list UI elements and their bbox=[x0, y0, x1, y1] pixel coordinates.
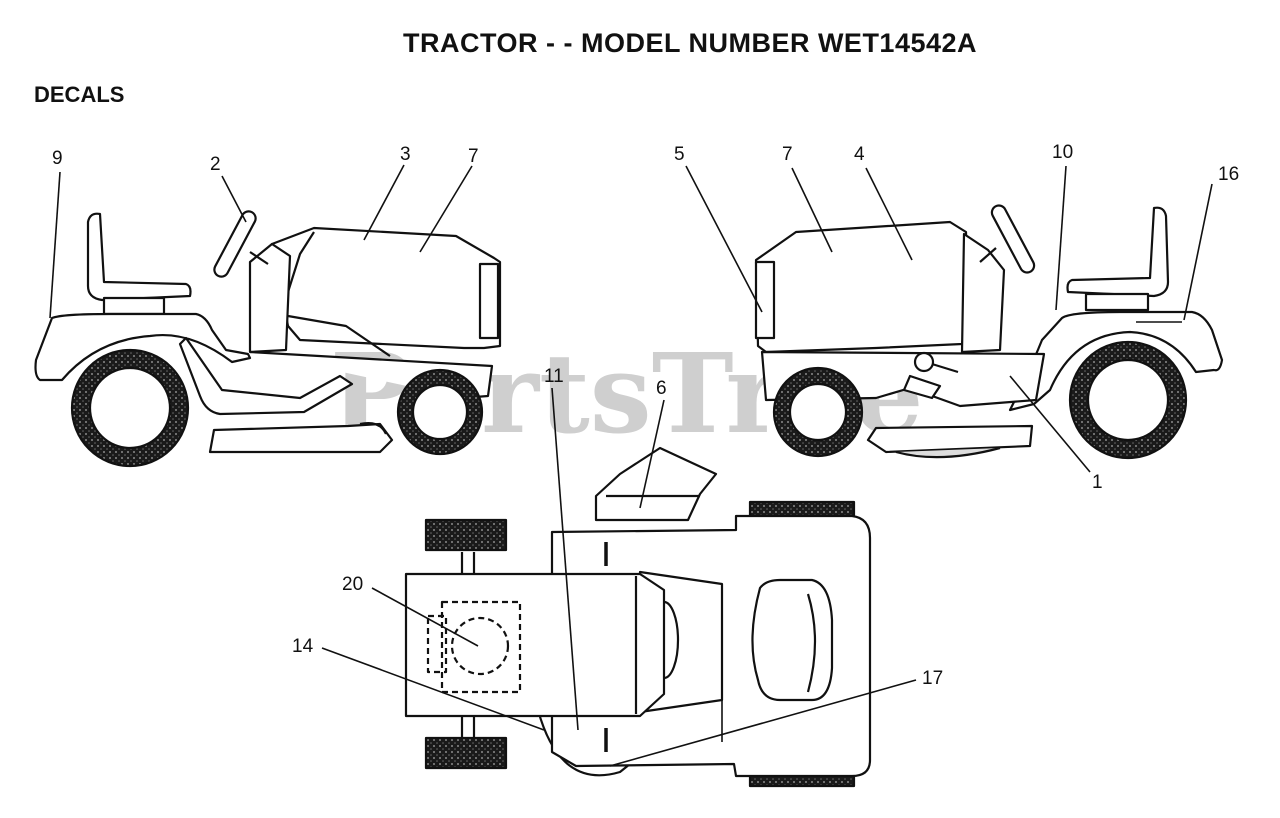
discharge-chute-top bbox=[594, 446, 718, 522]
front-tire-top-2 bbox=[424, 736, 508, 770]
rear-tire-top-1 bbox=[748, 500, 856, 518]
callout-10: 10 bbox=[1052, 142, 1073, 163]
grille-right bbox=[754, 260, 776, 340]
right-side-view bbox=[754, 204, 1224, 460]
rear-fender-left bbox=[34, 312, 252, 382]
leader-lines-top bbox=[321, 387, 917, 767]
hood-left bbox=[270, 226, 502, 350]
seat-top bbox=[751, 578, 834, 702]
seat-left bbox=[86, 212, 192, 302]
callout-1: 1 bbox=[1092, 472, 1103, 493]
callout-7-right: 7 bbox=[782, 144, 793, 165]
callout-20: 20 bbox=[342, 574, 363, 595]
rear-fender-right bbox=[1008, 310, 1224, 412]
steering-wheel-right bbox=[990, 204, 1036, 274]
mower-deck-left bbox=[208, 422, 394, 454]
grille-left bbox=[478, 262, 500, 340]
hood-top bbox=[404, 572, 666, 718]
callout-labels: 9 2 3 7 5 7 4 10 16 1 11 6 20 14 17 bbox=[52, 142, 1239, 689]
callout-5: 5 bbox=[674, 144, 685, 165]
callout-4: 4 bbox=[854, 144, 865, 165]
leader-lines-left bbox=[49, 164, 473, 319]
callout-11: 11 bbox=[544, 366, 564, 387]
front-tire-top-1 bbox=[424, 518, 508, 552]
section-heading: DECALS bbox=[34, 82, 125, 107]
mower-deck-right bbox=[866, 424, 1034, 454]
callout-3: 3 bbox=[400, 144, 411, 165]
seat-right bbox=[1066, 206, 1170, 298]
callout-2: 2 bbox=[210, 154, 221, 175]
callout-7-left: 7 bbox=[468, 146, 479, 167]
callout-9: 9 bbox=[52, 148, 63, 169]
callout-16: 16 bbox=[1218, 164, 1239, 185]
callout-14: 14 bbox=[292, 636, 314, 657]
steering-wheel-left bbox=[213, 210, 257, 278]
hood-right bbox=[754, 220, 970, 354]
callout-17: 17 bbox=[922, 668, 943, 689]
left-side-view bbox=[34, 210, 502, 468]
top-view bbox=[404, 446, 872, 788]
page-title: TRACTOR - - MODEL NUMBER WET14542A bbox=[402, 28, 978, 58]
decal-20-box bbox=[440, 600, 522, 694]
leader-lines-right bbox=[685, 165, 1213, 473]
callout-6: 6 bbox=[656, 378, 667, 399]
